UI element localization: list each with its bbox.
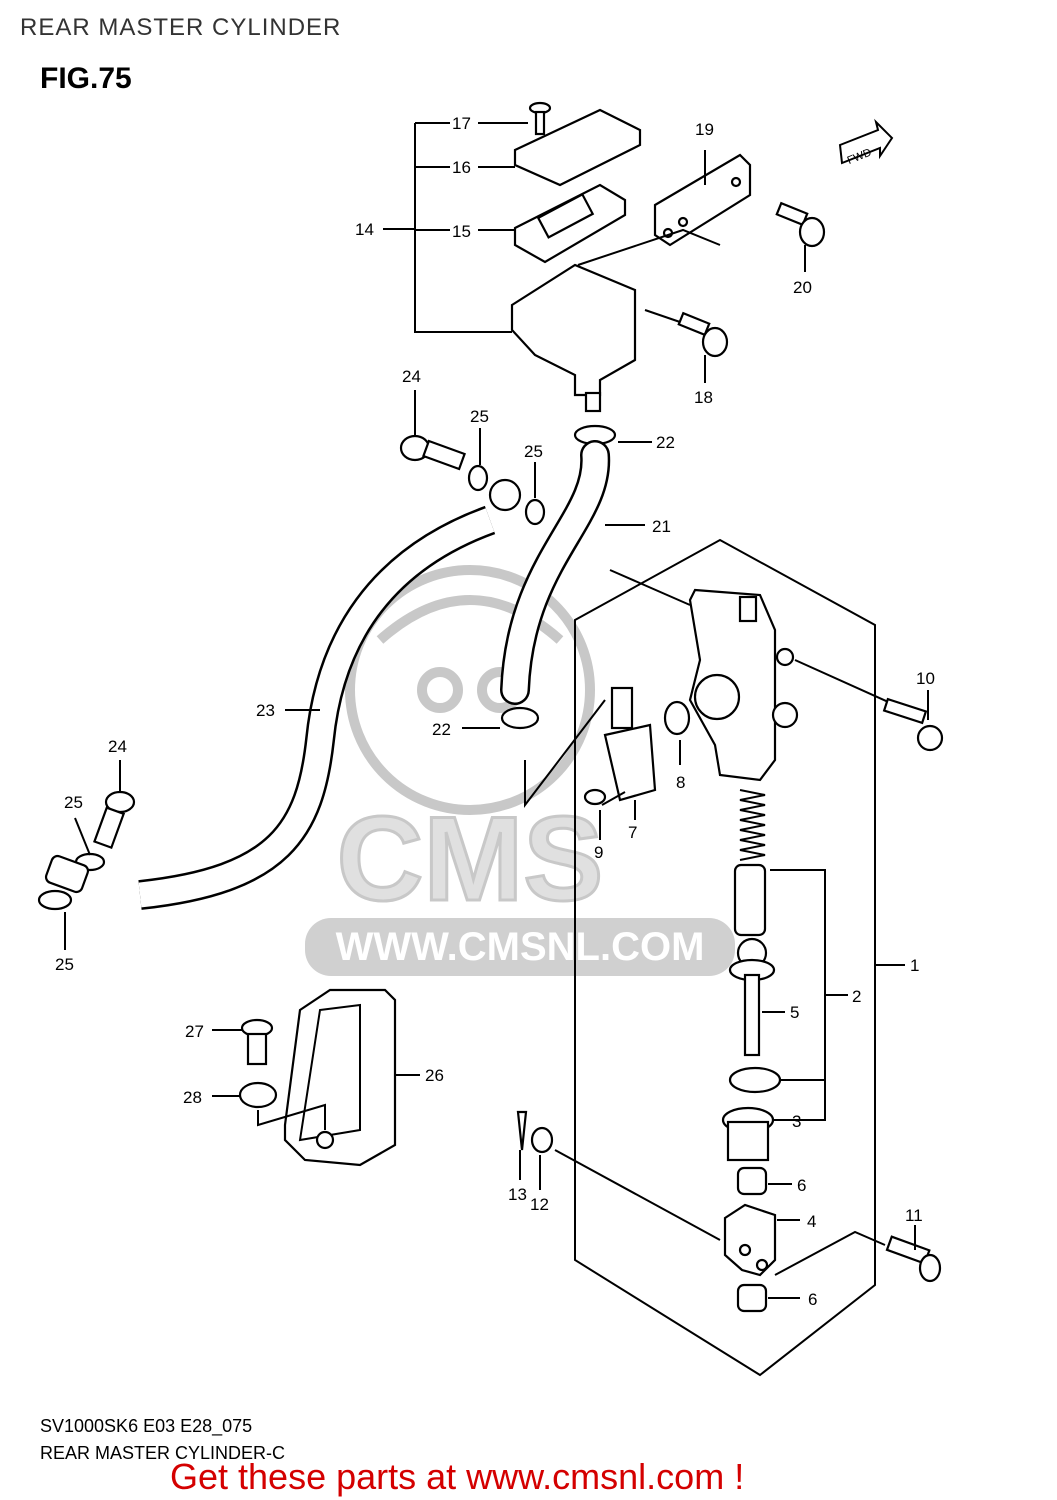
callout-5: 5 xyxy=(790,1003,799,1022)
callout-4: 4 xyxy=(807,1212,816,1231)
part-28-washer xyxy=(212,1081,326,1130)
callout-14: 14 xyxy=(355,220,374,239)
callout-1: 1 xyxy=(910,956,919,975)
callout-26: 26 xyxy=(425,1066,444,1085)
part-spring xyxy=(739,789,766,861)
callout-18: 18 xyxy=(694,388,713,407)
forward-arrow-icon: FWD xyxy=(838,118,894,167)
diagram-subtitle: REAR MASTER CYLINDER-C xyxy=(40,1443,286,1463)
diagram-code: SV1000SK6 E03 E28_075 xyxy=(40,1416,253,1436)
callout-7: 7 xyxy=(628,823,637,842)
callout-11: 11 xyxy=(905,1206,923,1225)
callout-25c: 25 xyxy=(64,793,83,812)
part-17-screw xyxy=(528,101,552,136)
callout-22b: 22 xyxy=(432,720,451,739)
part-2-piston xyxy=(733,863,767,937)
callout-23: 23 xyxy=(256,701,275,720)
callout-27: 27 xyxy=(185,1022,204,1041)
callout-6a: 6 xyxy=(797,1176,806,1195)
part-5-pushrod xyxy=(743,973,761,1057)
callout-3: 3 xyxy=(792,1112,801,1131)
callout-17: 17 xyxy=(452,114,471,133)
watermark-logo: CMS WWW.CMSNL.COM xyxy=(305,565,735,976)
callout-16: 16 xyxy=(452,158,471,177)
callout-25a: 25 xyxy=(470,407,489,426)
callout-6b: 6 xyxy=(808,1290,817,1309)
part-4-clevis xyxy=(723,1203,800,1277)
part-24-bolt-lower xyxy=(93,760,136,850)
callout-15: 15 xyxy=(452,222,471,241)
callout-2: 2 xyxy=(852,987,861,1006)
callout-28: 28 xyxy=(183,1088,202,1107)
part-24-bolt-upper xyxy=(399,390,467,471)
part-3-boot xyxy=(721,1106,775,1162)
watermark-brand: CMS xyxy=(337,792,604,926)
part-14-reservoir xyxy=(510,263,637,397)
part-16-cap xyxy=(513,108,642,187)
watermark-url: WWW.CMSNL.COM xyxy=(336,925,705,969)
callout-25b: 25 xyxy=(524,442,543,461)
part-26-cover xyxy=(283,988,420,1167)
callout-24b: 24 xyxy=(108,737,127,756)
part-6-nut-lower xyxy=(736,1283,800,1313)
callout-21: 21 xyxy=(652,517,671,536)
callout-labels: 1 2 3 4 5 6 6 7 8 9 10 11 12 13 14 15 16… xyxy=(55,114,935,1309)
callout-13: 13 xyxy=(508,1185,527,1204)
part-20-bolt xyxy=(775,201,826,272)
part-1-cylinder-body xyxy=(688,588,799,782)
part-10-bolt xyxy=(882,690,944,752)
callout-22a: 22 xyxy=(656,433,675,452)
callout-8: 8 xyxy=(676,773,685,792)
part-27-screw xyxy=(212,1018,274,1066)
callout-20: 20 xyxy=(793,278,812,297)
callout-19: 19 xyxy=(695,120,714,139)
part-7-fitting xyxy=(603,686,657,820)
part-6-nut-upper xyxy=(736,1166,792,1196)
callout-10: 10 xyxy=(916,669,935,688)
order-link[interactable]: Get these parts at www.cmsnl.com ! xyxy=(170,1456,745,1497)
callout-25d: 25 xyxy=(55,955,74,974)
page-title: REAR MASTER CYLINDER xyxy=(20,14,342,41)
part-11-pin xyxy=(774,1225,942,1283)
part-18-bolt xyxy=(644,309,729,383)
figure-label: FIG.75 xyxy=(40,62,132,95)
callout-24a: 24 xyxy=(402,367,421,386)
callout-12: 12 xyxy=(530,1195,549,1214)
part-22-clamp-upper xyxy=(573,424,652,446)
callout-9: 9 xyxy=(594,843,603,862)
